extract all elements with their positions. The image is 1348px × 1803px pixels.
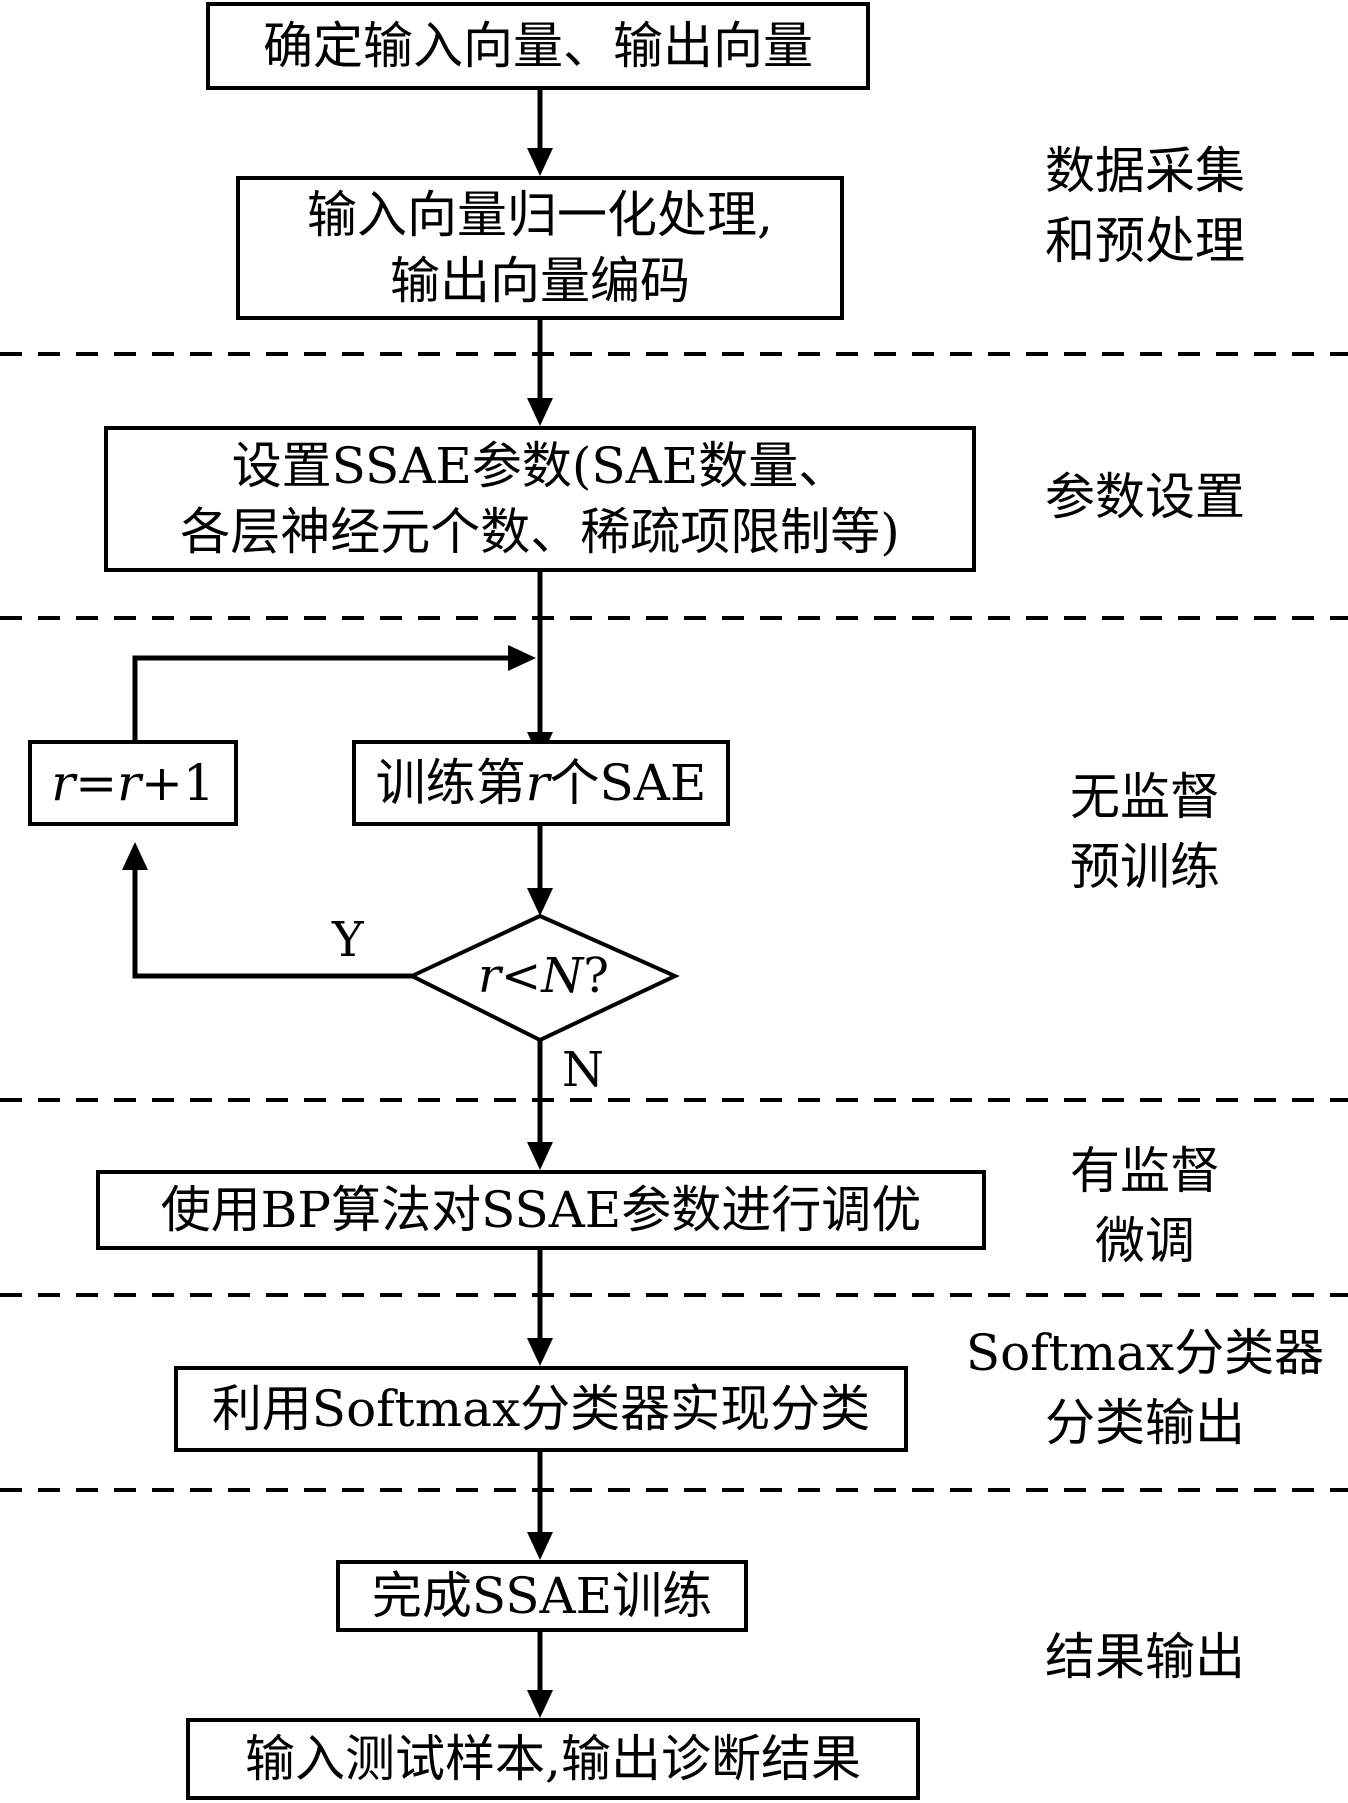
step-normalize: 输入向量归一化处理, 输出向量编码 xyxy=(236,176,844,320)
arrow-6 xyxy=(527,1338,553,1366)
loop-back-path xyxy=(132,655,508,740)
step-normalize-line-2: 输出向量编码 xyxy=(390,252,690,310)
step-softmax-text: 利用Softmax分类器实现分类 xyxy=(211,1380,871,1438)
stage-params-line-1: 参数设置 xyxy=(1045,468,1245,526)
arrow-1 xyxy=(527,148,553,176)
stage-dividers xyxy=(0,352,1348,1492)
stage-classify-line-2: 分类输出 xyxy=(1045,1394,1245,1452)
stage-preprocess-line-1: 数据采集 xyxy=(1045,142,1245,200)
connectors xyxy=(132,90,543,1690)
step-softmax: 利用Softmax分类器实现分类 xyxy=(174,1366,908,1452)
stage-label-params: 参数设置 xyxy=(980,462,1310,532)
loop-yes-path xyxy=(132,870,412,979)
stage-label-finetune: 有监督 微调 xyxy=(980,1136,1310,1276)
step-train-sae: 训练第r个SAE xyxy=(352,740,730,826)
step-define-vectors-text: 确定输入向量、输出向量 xyxy=(263,17,813,75)
decision-no-label: N xyxy=(562,1042,604,1098)
step-counter: r=r+1 xyxy=(28,740,238,826)
stage-label-result: 结果输出 xyxy=(980,1622,1310,1692)
stage-finetune-line-2: 微调 xyxy=(1095,1212,1195,1270)
stage-pretrain-line-2: 预训练 xyxy=(1070,838,1220,896)
arrow-8 xyxy=(527,1690,553,1718)
step-finetune-bp-text: 使用BP算法对SSAE参数进行调优 xyxy=(160,1181,922,1239)
step-complete-training-text: 完成SSAE训练 xyxy=(371,1567,713,1625)
decision-diamond xyxy=(407,913,680,1043)
decision-text: r<N? xyxy=(478,948,609,1004)
arrow-7 xyxy=(527,1532,553,1560)
step-define-vectors: 确定输入向量、输出向量 xyxy=(206,2,870,90)
arrow-4 xyxy=(527,888,553,916)
stage-label-preprocess: 数据采集 和预处理 xyxy=(980,136,1310,276)
step-counter-text: r=r+1 xyxy=(51,754,215,812)
arrow-2 xyxy=(527,398,553,426)
step-train-sae-text: 训练第r个SAE xyxy=(375,754,707,812)
step-test-output: 输入测试样本,输出诊断结果 xyxy=(186,1718,920,1800)
step-set-params-line-1: 设置SSAE参数(SAE数量、 xyxy=(231,437,849,495)
arrow-5 xyxy=(527,1142,553,1170)
arrow-loop-up xyxy=(122,842,148,870)
stage-label-pretrain: 无监督 预训练 xyxy=(980,762,1310,902)
stage-label-classify: Softmax分类器 分类输出 xyxy=(955,1318,1335,1458)
stage-result-line-1: 结果输出 xyxy=(1045,1628,1245,1686)
arrow-loop-right xyxy=(508,645,536,671)
step-test-output-text: 输入测试样本,输出诊断结果 xyxy=(245,1730,861,1788)
stage-preprocess-line-2: 和预处理 xyxy=(1045,212,1245,270)
step-set-params: 设置SSAE参数(SAE数量、 各层神经元个数、稀疏项限制等) xyxy=(104,426,976,572)
decision-yes-label: Y xyxy=(332,912,364,968)
step-normalize-line-1: 输入向量归一化处理, xyxy=(307,186,773,244)
step-set-params-line-2: 各层神经元个数、稀疏项限制等) xyxy=(180,503,900,561)
stage-classify-line-1: Softmax分类器 xyxy=(965,1324,1325,1382)
step-complete-training: 完成SSAE训练 xyxy=(336,1560,748,1632)
stage-pretrain-line-1: 无监督 xyxy=(1070,768,1220,826)
stage-finetune-line-1: 有监督 xyxy=(1070,1142,1220,1200)
step-finetune-bp: 使用BP算法对SSAE参数进行调优 xyxy=(96,1170,986,1250)
